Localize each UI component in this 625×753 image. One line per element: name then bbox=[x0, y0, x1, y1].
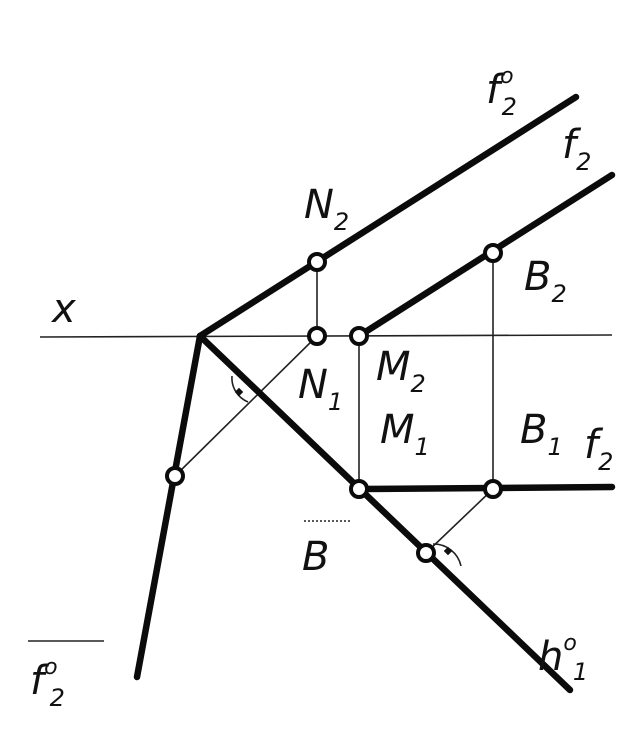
point-n1 bbox=[307, 326, 327, 346]
point-b2 bbox=[483, 243, 503, 263]
point-on-trace-left bbox=[165, 466, 185, 486]
point-n2 bbox=[307, 252, 327, 272]
label-b-bar: B bbox=[302, 520, 350, 580]
label-b1: B1 bbox=[520, 407, 563, 461]
right-angle-mark-right bbox=[432, 543, 462, 567]
label-f2-lower: f2 bbox=[584, 422, 613, 476]
point-m2 bbox=[349, 326, 369, 346]
svg-text:B: B bbox=[302, 534, 329, 580]
trace-f-zero-2-upper bbox=[196, 93, 580, 340]
point-b1 bbox=[483, 479, 503, 499]
label-n1: N1 bbox=[298, 362, 343, 416]
perpendicular-line-n1 bbox=[174, 335, 318, 477]
svg-text:fo2: fo2 bbox=[30, 655, 65, 712]
label-m1: M1 bbox=[380, 407, 430, 461]
perpendicular-line-b1 bbox=[425, 488, 494, 554]
label-b2: B2 bbox=[524, 254, 567, 308]
label-m2: M2 bbox=[376, 344, 426, 398]
label-f2-upper: f2 bbox=[562, 122, 591, 176]
trace-f-zero-2-lower bbox=[133, 332, 204, 681]
point-b-bar bbox=[416, 543, 436, 563]
label-n2: N2 bbox=[304, 182, 349, 236]
trace-h-zero-1 bbox=[196, 332, 574, 694]
right-angle-mark-left bbox=[231, 375, 249, 403]
point-m1 bbox=[349, 479, 369, 499]
label-x-axis: x bbox=[50, 286, 76, 332]
